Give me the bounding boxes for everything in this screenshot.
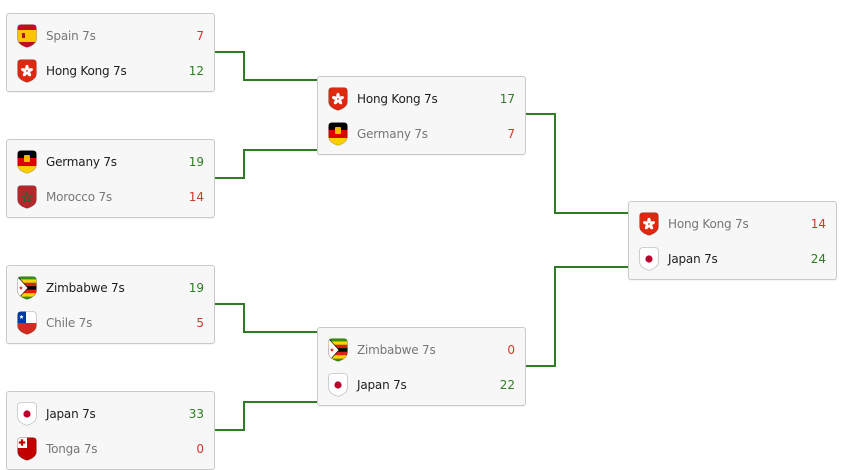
team-name: Germany 7s bbox=[46, 155, 117, 169]
team-name: Japan 7s bbox=[668, 252, 718, 266]
team-score: 19 bbox=[188, 281, 204, 295]
match-qf2: Germany 7s 19 Morocco 7s 14 bbox=[6, 139, 215, 218]
team-name: Chile 7s bbox=[46, 316, 93, 330]
chile-flag-icon bbox=[17, 311, 37, 335]
team-name: Morocco 7s bbox=[46, 190, 112, 204]
team-score: 0 bbox=[196, 442, 204, 456]
japan-flag-icon bbox=[17, 402, 37, 426]
match-sf1: Hong Kong 7s 17 Germany 7s 7 bbox=[317, 76, 526, 155]
morocco-flag-icon bbox=[17, 185, 37, 209]
germany-flag-icon bbox=[17, 150, 37, 174]
match-qf4: Japan 7s 33 Tonga 7s 0 bbox=[6, 391, 215, 470]
team-name: Zimbabwe 7s bbox=[357, 343, 436, 357]
team-name: Hong Kong 7s bbox=[46, 64, 127, 78]
zimbabwe-flag-icon bbox=[17, 276, 37, 300]
team-score: 19 bbox=[188, 155, 204, 169]
team-name: Spain 7s bbox=[46, 29, 96, 43]
team-row[interactable]: Japan 7s 24 bbox=[629, 242, 836, 276]
team-row[interactable]: Hong Kong 7s 17 bbox=[318, 82, 525, 116]
team-name: Hong Kong 7s bbox=[668, 217, 749, 231]
team-score: 22 bbox=[499, 378, 515, 392]
connector-qf1-sf1 bbox=[215, 51, 317, 81]
match-final: Hong Kong 7s 14 Japan 7s 24 bbox=[628, 201, 837, 280]
team-row[interactable]: Tonga 7s 0 bbox=[7, 432, 214, 466]
team-score: 33 bbox=[188, 407, 204, 421]
spain-flag-icon bbox=[17, 24, 37, 48]
zimbabwe-flag-icon bbox=[328, 338, 348, 362]
team-name: Japan 7s bbox=[357, 378, 407, 392]
team-row[interactable]: Hong Kong 7s 12 bbox=[7, 54, 214, 88]
team-score: 5 bbox=[196, 316, 204, 330]
team-score: 24 bbox=[810, 252, 826, 266]
team-score: 17 bbox=[499, 92, 515, 106]
germany-flag-icon bbox=[328, 122, 348, 146]
japan-flag-icon bbox=[328, 373, 348, 397]
team-row[interactable]: Japan 7s 22 bbox=[318, 368, 525, 402]
hong-kong-flag-icon bbox=[639, 212, 659, 236]
match-qf1: Spain 7s 7 Hong Kong 7s 12 bbox=[6, 13, 215, 92]
team-row[interactable]: Zimbabwe 7s 0 bbox=[318, 333, 525, 367]
hong-kong-flag-icon bbox=[328, 87, 348, 111]
team-score: 14 bbox=[810, 217, 826, 231]
connector-sf1-final bbox=[526, 113, 628, 214]
team-row[interactable]: Hong Kong 7s 14 bbox=[629, 207, 836, 241]
team-score: 0 bbox=[507, 343, 515, 357]
connector-qf2-sf1 bbox=[215, 149, 317, 179]
team-row[interactable]: Zimbabwe 7s 19 bbox=[7, 271, 214, 305]
team-row[interactable]: Morocco 7s 14 bbox=[7, 180, 214, 214]
team-row[interactable]: Germany 7s 7 bbox=[318, 117, 525, 151]
team-row[interactable]: Spain 7s 7 bbox=[7, 19, 214, 53]
team-row[interactable]: Germany 7s 19 bbox=[7, 145, 214, 179]
connector-sf2-final bbox=[526, 266, 628, 367]
team-score: 14 bbox=[188, 190, 204, 204]
team-score: 12 bbox=[188, 64, 204, 78]
japan-flag-icon bbox=[639, 247, 659, 271]
connector-qf3-sf2 bbox=[215, 303, 317, 333]
team-name: Germany 7s bbox=[357, 127, 428, 141]
team-row[interactable]: Chile 7s 5 bbox=[7, 306, 214, 340]
team-score: 7 bbox=[196, 29, 204, 43]
team-name: Tonga 7s bbox=[46, 442, 98, 456]
hong-kong-flag-icon bbox=[17, 59, 37, 83]
team-name: Zimbabwe 7s bbox=[46, 281, 125, 295]
team-name: Japan 7s bbox=[46, 407, 96, 421]
tonga-flag-icon bbox=[17, 437, 37, 461]
match-sf2: Zimbabwe 7s 0 Japan 7s 22 bbox=[317, 327, 526, 406]
team-score: 7 bbox=[507, 127, 515, 141]
team-name: Hong Kong 7s bbox=[357, 92, 438, 106]
match-qf3: Zimbabwe 7s 19 Chile 7s 5 bbox=[6, 265, 215, 344]
connector-qf4-sf2 bbox=[215, 401, 317, 431]
team-row[interactable]: Japan 7s 33 bbox=[7, 397, 214, 431]
